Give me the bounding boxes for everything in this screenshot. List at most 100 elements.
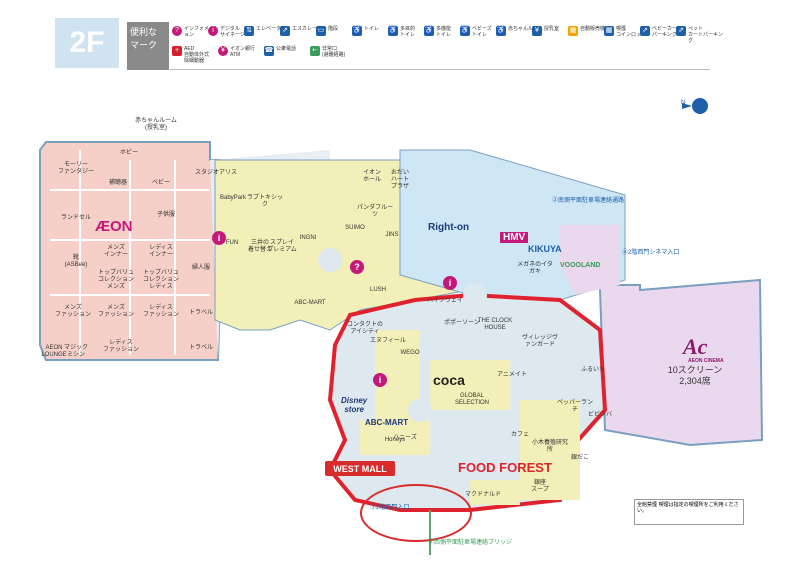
store-label: ビビンバ (587, 412, 612, 418)
store-label: おだい ハート プラザ (390, 170, 409, 190)
store-label: GLOBAL SELECTION (454, 393, 489, 406)
store-label: ランドセル (60, 215, 91, 221)
legend-label: トイレ (364, 26, 380, 32)
store-label: 子供服 (156, 212, 175, 218)
store-label: 三井の 着せ替え (247, 240, 272, 253)
store-label: トラベル (188, 310, 213, 316)
store-label: メガネのイタガキ (517, 262, 553, 275)
hmv-logo: HMV (500, 232, 529, 243)
shop-block (360, 420, 430, 455)
legend-symbol-icon: ¥ (218, 46, 228, 56)
village-logo: VOOOLAND (560, 262, 601, 269)
legend-symbol-icon: ♿ (496, 26, 506, 36)
store-label: ポポーソーン (444, 320, 480, 326)
floor-badge: 2F (55, 18, 119, 68)
cinema-capacity: 10スクリーン 2,304席 (667, 365, 723, 386)
legend-item: ▦自動販売機 (568, 26, 616, 36)
entrance-west-bridge: ⑥西側平面駐車場連絡ブリッジ (428, 540, 513, 546)
legend-label: 非常口 (避難経路) (322, 46, 346, 58)
legend-label: エスカレーター (292, 26, 328, 32)
legend-symbol-icon: + (172, 46, 182, 56)
store-label: トップバリュ コレクション レディス (142, 270, 179, 290)
plaza (318, 248, 342, 272)
store-label: イオン ホール (362, 170, 381, 183)
legend-item: ⇠非常口 (避難経路) (310, 46, 358, 58)
legend-label: 授乳室 (544, 26, 560, 32)
legend-label: ベビーズ トイレ (472, 26, 492, 38)
store-label: LUSH (369, 287, 386, 293)
aeon-cinema-logo: AEON CINEMA (688, 358, 724, 364)
aeon-logo: ÆON (95, 218, 133, 235)
legend-symbol-icon: ? (172, 26, 182, 36)
store-label: AEON LOUNGE (41, 345, 67, 358)
store-label: カフェ (510, 432, 529, 438)
foodforest-logo: FOOD FOREST (458, 460, 552, 475)
store-label: 銀だこ (570, 455, 589, 461)
store-label: 婦人服 (191, 265, 210, 271)
legend-label: 自動販売機 (580, 26, 606, 32)
store-label: 銀座 スープ (531, 480, 549, 493)
legend-symbol-icon: ¥ (532, 26, 542, 36)
legend-label: デジタル サイネージ (220, 26, 245, 38)
legend-label: インフォメーション (184, 26, 219, 38)
legend-symbol-icon: ⇠ (310, 46, 320, 56)
legend-item: ☎公衆電話 (264, 46, 312, 56)
plaza (408, 398, 432, 422)
store-label: THE CLOCK HOUSE (477, 318, 513, 331)
store-label: 小木養殖研究所 (531, 440, 568, 453)
legend-label: ベビーカー パーキング (652, 26, 678, 38)
entrance-south-connector: ②南側平面駐車場連絡通路 (552, 198, 625, 204)
legend-item: ¥授乳室 (532, 26, 580, 36)
legend-item: ⇗ベビーカー パーキング (640, 26, 688, 38)
shop-block (520, 400, 580, 500)
store-label: モーリー ファンタジー (57, 162, 94, 175)
legend-label: 階段 (328, 26, 339, 32)
no-smoking-notice: 全館禁煙 喫煙は指定の喫煙所をご利用ください。 (634, 499, 744, 525)
store-label: パンダフルーツ (356, 205, 394, 218)
store-label: ハイツウェイ (427, 298, 463, 304)
store-label: SUIMO (345, 225, 365, 231)
store-label: レディス インナー (148, 245, 173, 258)
legend-item: ♿多機能 トイレ (424, 26, 472, 38)
store-label: Honeys (384, 437, 406, 443)
shop-block (430, 360, 510, 410)
legend-symbol-icon: ⇗ (640, 26, 650, 36)
legend-item: +AED 自動体外式 除細動器 (172, 46, 220, 64)
store-label: WEGO (400, 350, 420, 356)
signage-icon: i (373, 373, 387, 387)
legend-symbol-icon: ▦ (568, 26, 578, 36)
legend-label: 公衆電話 (276, 46, 297, 52)
rightson-logo: Right-on (428, 222, 470, 233)
west-mall-label: WEST MALL (325, 461, 395, 476)
store-label: コンタクトの アイシティ (346, 322, 383, 335)
store-label: ラブトキシック (246, 195, 283, 208)
legend-symbol-icon: ⇗ (280, 26, 290, 36)
plaza (528, 343, 552, 367)
store-label: ペッパーランチ (556, 400, 593, 413)
legend-item: ♿多目的 トイレ (388, 26, 436, 38)
abcmart-logo: ABC-MART (365, 418, 409, 427)
entrance-west-gate: ③2階西門入口 (370, 505, 410, 511)
entrance-cinema: ④2階西門シネマ入口 (622, 250, 680, 256)
legend-title: 便利な マーク (127, 22, 169, 70)
store-label: エヌフィール (370, 338, 406, 344)
aeon-grid (50, 150, 210, 355)
kikuya-logo: KIKUYA (528, 244, 562, 254)
store-label: ABC-MART (294, 300, 326, 306)
legend-divider (170, 69, 710, 70)
legend-item: ¥イオン銀行 ATM (218, 46, 266, 58)
legend-label: 多機能 トイレ (436, 26, 452, 38)
store-label: メンズ ファッション (54, 305, 91, 318)
entrance-highlight-circle (360, 484, 472, 542)
legend-item: ⇅エレベーター (244, 26, 292, 36)
store-label: トラベル (188, 345, 213, 351)
legend-label: イオン銀行 ATM (230, 46, 256, 58)
legend-item: ⇗ペット カートパーキング (676, 26, 724, 44)
store-label: スプレイ プレミアム (267, 240, 297, 253)
legend-item: ?インフォメーション (172, 26, 220, 38)
legend-symbol-icon: ♿ (388, 26, 398, 36)
legend-item: ⇗エスカレーター (280, 26, 328, 36)
info-icon: ? (350, 260, 364, 274)
